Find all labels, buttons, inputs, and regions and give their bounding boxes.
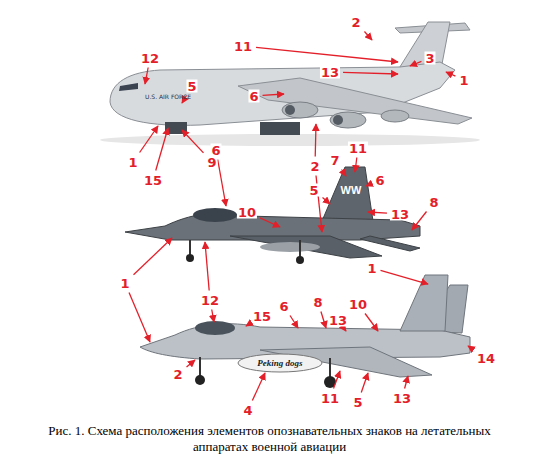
leader-line [256,47,398,62]
figure-caption: Рис. 1. Схема расположения элементов опо… [40,423,499,455]
callout-number: 1 [119,277,130,290]
callout-number: 2 [309,160,320,173]
callout-number: 11 [233,40,253,53]
leader-line [218,160,226,207]
callout-number: 5 [186,80,197,93]
callout-number: 1 [127,156,138,169]
callout-number: 4 [242,404,253,417]
callout-number: 12 [140,52,160,65]
fighter-aircraft [140,275,470,388]
leader-line [205,242,209,291]
callout-number: 11 [320,392,340,405]
callout-number: 6 [374,174,385,187]
callout-number: 6 [248,90,259,103]
callout-number: 12 [200,294,220,307]
leader-line [355,158,357,173]
leader-line [410,61,421,66]
callout-number: 8 [428,196,439,209]
leader-line [468,346,473,349]
leader-line [263,94,284,95]
callout-number: 13 [328,314,348,327]
callout-number: 15 [252,310,272,323]
callout-number: 2 [172,368,183,381]
leader-line [260,218,280,227]
leader-line [343,72,398,74]
leader-line [290,316,298,329]
callout-number: 6 [210,144,221,157]
leader-line [361,373,368,393]
leader-line [140,126,158,153]
aircraft-marking: WW [341,185,362,196]
leader-line [212,310,214,323]
leader-line [334,371,340,389]
callout-number: 8 [312,296,323,309]
callout-number: 7 [329,154,340,167]
callout-number: 13 [392,392,412,405]
leader-line [129,293,150,343]
leader-line [246,324,249,326]
leader-line [405,376,408,389]
aircraft-marking: Peking dogs [257,359,302,368]
callout-number: 10 [237,206,257,219]
leader-line [364,32,372,41]
leader-line [412,212,427,231]
callout-number: 14 [476,352,496,365]
callout-number: 5 [352,396,363,409]
leader-line [145,68,148,85]
callout-number: 10 [348,298,368,311]
leader-line [342,170,346,177]
callout-number: 13 [390,208,410,221]
callout-number: 1 [458,74,469,87]
callout-number: 13 [320,66,340,79]
leader-line [368,212,387,213]
leader-line [321,312,326,329]
fighter-aircraft [125,167,420,264]
leader-line [315,124,317,157]
leader-line [134,238,172,275]
leader-line [156,128,168,171]
callout-number: 11 [348,142,368,155]
callout-number: 5 [308,184,319,197]
callout-number: 9 [206,156,217,169]
callout-number: 1 [366,262,377,275]
leader-line [366,184,371,186]
leader-line [365,314,378,332]
leader-line [187,360,195,367]
aircraft-marking: U.S. AIR FORCE [145,94,191,100]
callout-number: 15 [143,174,163,187]
leader-line [446,72,455,76]
leader-line [252,373,265,401]
callout-number: 6 [278,300,289,313]
leader-line [345,330,346,332]
leader-line [381,270,428,284]
callout-number: 2 [350,16,361,29]
leader-line [323,197,330,204]
callout-number: 3 [424,52,435,65]
leader-line [182,130,203,153]
